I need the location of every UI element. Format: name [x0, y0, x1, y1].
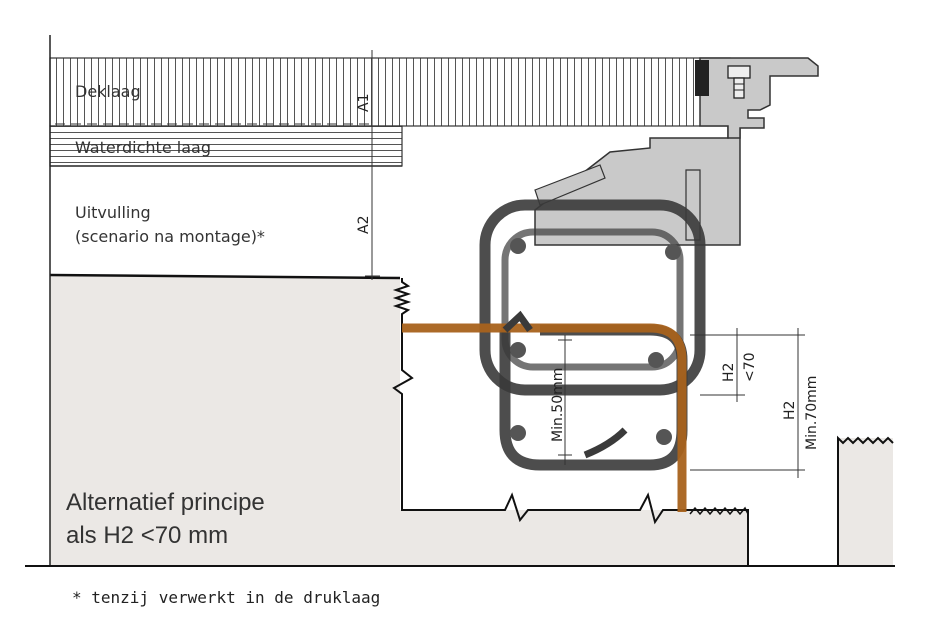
- footnote: * tenzij verwerkt in de druklaag: [72, 588, 380, 607]
- min-70-dimension-label: Min.70mm: [804, 376, 820, 450]
- a1-dimension-label: A1: [356, 94, 372, 112]
- h2-large-label: H2: [782, 401, 798, 420]
- longitudinal-bar: [510, 425, 526, 441]
- a2-dimension-label: A2: [356, 216, 372, 234]
- longitudinal-bar: [665, 244, 681, 260]
- bolt-icon: [727, 65, 751, 99]
- waterdichte-label: Waterdichte laag: [75, 138, 211, 157]
- profile-top-rail: [699, 57, 819, 139]
- uitvulling-label: Uitvulling: [75, 203, 151, 222]
- deklaag-label: Deklaag: [75, 82, 141, 101]
- longitudinal-bar: [648, 352, 664, 368]
- longitudinal-bar: [510, 342, 526, 358]
- h2-lt70-label: <70: [742, 352, 758, 382]
- concrete-substrate-right: [838, 438, 893, 565]
- min-50-dimension-label: Min.50mm: [550, 368, 566, 442]
- longitudinal-bar: [656, 429, 672, 445]
- concrete-substrate: [50, 275, 748, 565]
- uitvulling-scenario-label: (scenario na montage)*: [75, 227, 265, 246]
- longitudinal-bar: [510, 238, 526, 254]
- right-slab-edge: [837, 435, 894, 565]
- break-line-wall: [392, 278, 749, 565]
- uitvulling-bottom-line: [49, 273, 401, 280]
- h2-small-label: H2: [721, 363, 737, 382]
- deklaag-layer: [49, 57, 731, 127]
- alternatief-subtitle: als H2 <70 mm: [66, 522, 228, 549]
- stirrup-lower: [499, 324, 688, 471]
- rubber-seal: [695, 60, 709, 96]
- anchor-rebar: [402, 323, 687, 512]
- alternatief-title: Alternatief principe: [66, 489, 265, 516]
- stirrup-upper: [479, 199, 706, 396]
